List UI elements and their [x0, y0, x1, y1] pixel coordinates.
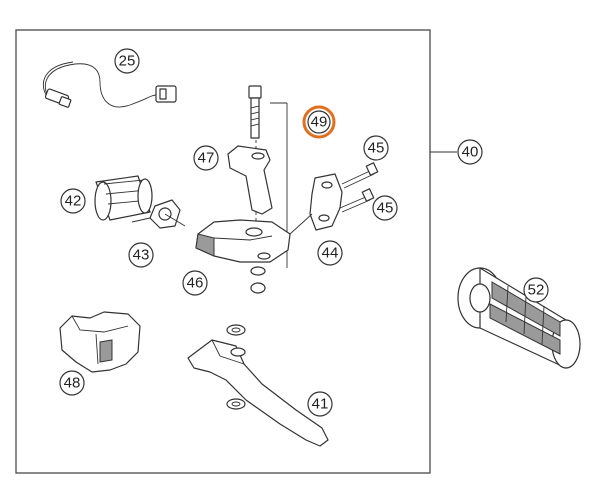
callout-45-lower: 45: [372, 195, 398, 221]
washer-upper: [226, 324, 246, 336]
svg-text:52: 52: [528, 282, 545, 299]
svg-text:47: 47: [198, 150, 215, 167]
callout-48: 48: [59, 370, 85, 396]
nut: [250, 282, 266, 294]
part-49-bolt[interactable]: [248, 85, 262, 139]
callout-45-upper: 45: [363, 135, 389, 161]
svg-text:25: 25: [119, 53, 136, 70]
assembly-frame: [15, 29, 431, 474]
callout-41: 41: [307, 391, 333, 417]
part-41-hand-lever[interactable]: [187, 339, 329, 447]
washer-lower: [226, 398, 246, 410]
part-46-lever-bracket[interactable]: [195, 219, 291, 263]
part-45-clamp-screw-lower[interactable]: [339, 188, 375, 213]
callout-46: 46: [182, 270, 208, 296]
washer-hole: [231, 327, 241, 333]
part-52-handlebar-grip[interactable]: [457, 267, 581, 369]
svg-text:48: 48: [64, 375, 81, 392]
part-42-throttle-sleeve[interactable]: [94, 175, 153, 221]
bushing: [230, 347, 246, 357]
svg-text:44: 44: [322, 245, 339, 262]
svg-text:45: 45: [368, 140, 385, 157]
callout-49-highlighted[interactable]: 49: [302, 105, 336, 139]
callout-43: 43: [128, 242, 154, 268]
callout-52: 52: [523, 277, 549, 303]
svg-text:42: 42: [65, 193, 82, 210]
svg-text:40: 40: [462, 144, 479, 161]
part-48-cover[interactable]: [59, 311, 141, 373]
washer: [250, 266, 266, 276]
svg-text:41: 41: [312, 396, 329, 413]
part-25-cable-sensor[interactable]: [42, 61, 177, 108]
part-45-clamp-screw-upper[interactable]: [341, 162, 379, 189]
callout-44: 44: [317, 240, 343, 266]
part-44-handlebar-clamp[interactable]: [289, 173, 343, 235]
washer-hole: [231, 401, 241, 407]
callout-25: 25: [114, 48, 140, 74]
callout-47: 47: [193, 145, 219, 171]
svg-text:43: 43: [133, 247, 150, 264]
callout-40: 40: [457, 139, 483, 165]
callout-42: 42: [60, 188, 86, 214]
svg-text:49: 49: [311, 114, 328, 131]
part-47-adjuster-arm[interactable]: [227, 145, 273, 215]
part-43-throttle-pulley[interactable]: [131, 199, 186, 229]
svg-text:46: 46: [187, 275, 204, 292]
svg-text:45: 45: [377, 200, 394, 217]
